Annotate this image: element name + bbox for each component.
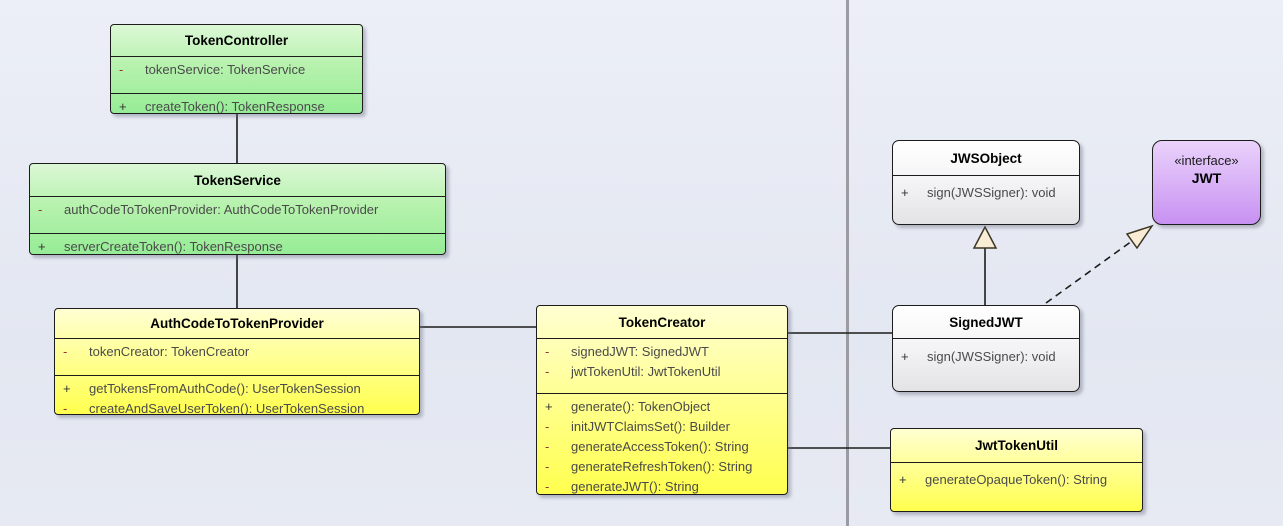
visibility-marker: +: [901, 349, 909, 364]
visibility-marker: +: [119, 99, 127, 114]
method-row: +generate(): TokenObject: [545, 397, 783, 417]
method-row: +generateOpaqueToken(): String: [899, 470, 1138, 490]
method-row: -generateAccessToken(): String: [545, 437, 783, 457]
stereotype-label: «interface»: [1174, 153, 1239, 168]
realization-arrowhead-icon: [1125, 224, 1154, 250]
class-title: AuthCodeToTokenProvider: [55, 309, 419, 339]
class-jws-object[interactable]: JWSObject +sign(JWSSigner): void: [892, 140, 1080, 225]
method-row: -initJWTClaimsSet(): Builder: [545, 417, 783, 437]
interface-jwt[interactable]: «interface» JWT: [1152, 140, 1261, 225]
generalization-arrowhead-icon: [972, 225, 998, 249]
visibility-marker: +: [901, 185, 909, 200]
class-signed-jwt[interactable]: SignedJWT +sign(JWSSigner): void: [892, 305, 1080, 392]
visibility-marker: -: [63, 344, 68, 359]
attribute-row: -tokenCreator: TokenCreator: [63, 342, 415, 362]
method-row: -createAndSaveUserToken(): UserTokenSess…: [63, 399, 415, 415]
attribute-row: -jwtTokenUtil: JwtTokenUtil: [545, 362, 783, 382]
visibility-marker: -: [63, 401, 68, 415]
visibility-marker: +: [38, 239, 46, 254]
method-row: +getTokensFromAuthCode(): UserTokenSessi…: [63, 379, 415, 399]
visibility-marker: -: [545, 419, 550, 434]
method-row: +createToken(): TokenResponse: [119, 97, 358, 114]
visibility-marker: +: [63, 381, 71, 396]
method-row: -generateJWT(): String: [545, 477, 783, 494]
method-row: +sign(JWSSigner): void: [901, 183, 1075, 203]
class-auth-code-to-token-provider[interactable]: AuthCodeToTokenProvider -tokenCreator: T…: [54, 308, 420, 415]
edge-signedjwt-jwt-realization[interactable]: [1045, 240, 1133, 304]
class-title: TokenService: [30, 164, 445, 197]
visibility-marker: -: [119, 62, 124, 77]
class-title: JWT: [1191, 170, 1222, 186]
class-title: TokenController: [111, 25, 362, 57]
method-row: +sign(JWSSigner): void: [901, 347, 1075, 367]
visibility-marker: +: [545, 399, 553, 414]
method-row: +serverCreateToken(): TokenResponse: [38, 237, 441, 254]
class-token-creator[interactable]: TokenCreator -signedJWT: SignedJWT -jwtT…: [536, 305, 788, 495]
class-token-controller[interactable]: TokenController -tokenService: TokenServ…: [110, 24, 363, 114]
visibility-marker: -: [545, 364, 550, 379]
visibility-marker: -: [545, 439, 550, 454]
attribute-row: -tokenService: TokenService: [119, 60, 358, 80]
visibility-marker: -: [545, 479, 550, 494]
class-title: SignedJWT: [893, 306, 1079, 339]
class-jwt-token-util[interactable]: JwtTokenUtil +generateOpaqueToken(): Str…: [890, 428, 1143, 512]
class-token-service[interactable]: TokenService -authCodeToTokenProvider: A…: [29, 163, 446, 255]
attribute-row: -authCodeToTokenProvider: AuthCodeToToke…: [38, 200, 441, 220]
visibility-marker: +: [899, 472, 907, 487]
visibility-marker: -: [545, 344, 550, 359]
class-title: JWSObject: [893, 141, 1079, 176]
attribute-row: -signedJWT: SignedJWT: [545, 342, 783, 362]
visibility-marker: -: [545, 459, 550, 474]
visibility-marker: -: [38, 202, 43, 217]
class-title: TokenCreator: [537, 306, 787, 339]
method-row: -generateRefreshToken(): String: [545, 457, 783, 477]
class-title: JwtTokenUtil: [891, 429, 1142, 463]
